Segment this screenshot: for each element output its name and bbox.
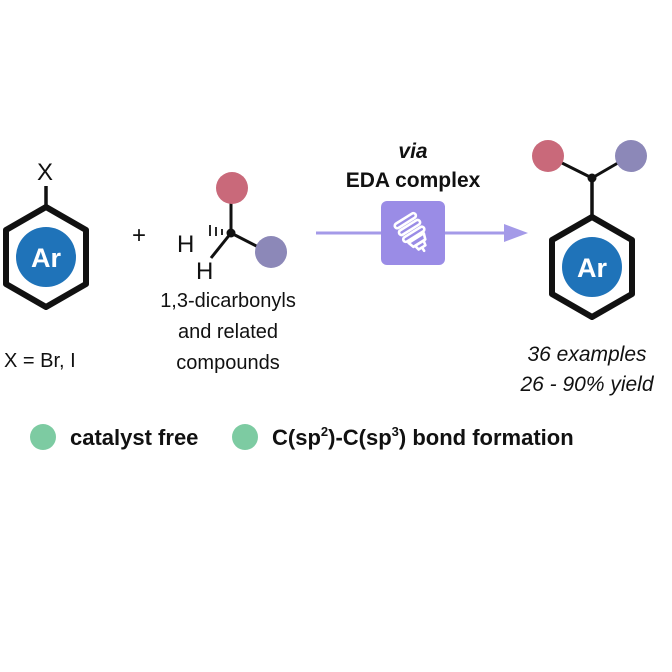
yield-range: 26 - 90% yield (519, 373, 654, 396)
nucleophile-caption-line2: and related (178, 321, 278, 343)
bullet-catalyst-free (30, 424, 56, 450)
hydrogen-wedge: H (177, 231, 194, 258)
hashed-wedge-bond (209, 225, 229, 236)
central-carbon (226, 228, 236, 238)
ar-circle-reactant (16, 227, 76, 287)
x-definition: X = Br, I (4, 350, 76, 372)
arrow-label-complex: EDA complex (346, 169, 481, 192)
substituent-red-reactant (216, 172, 248, 204)
aryl-halide-reactant: X Ar X = Br, I (3, 159, 89, 372)
feature-list: catalyst free C(sp2)-C(sp3) bond formati… (30, 424, 574, 450)
bullet-bond-formation (232, 424, 258, 450)
benzene-ring-reactant (3, 204, 89, 310)
light-bulb-icon (393, 211, 427, 253)
plus-sign: + (132, 222, 146, 249)
examples-count: 36 examples (527, 343, 647, 366)
ar-label-product: Ar (577, 253, 607, 283)
substituent-purple-product (615, 140, 647, 172)
hydrogen-plain: H (196, 258, 213, 285)
product-central-carbon (587, 173, 597, 183)
reaction-arrow-group: via EDA complex (316, 140, 528, 265)
feature-catalyst-free: catalyst free (70, 425, 198, 450)
benzene-ring-product (549, 214, 635, 320)
substituent-purple-reactant (255, 236, 287, 268)
ar-label-reactant: Ar (31, 243, 61, 273)
arrow-label-via: via (398, 140, 428, 163)
ch-nucleophile-reactant: H H 1,3-dicarbonyls and related compound… (160, 172, 296, 374)
bond-down-h (209, 232, 233, 259)
feature-bond-formation: C(sp2)-C(sp3) bond formation (272, 424, 574, 450)
leaving-group-x: X (37, 159, 53, 186)
product: Ar 36 examples 26 - 90% yield (519, 140, 655, 396)
substituent-red-product (532, 140, 564, 172)
nucleophile-caption-line3: compounds (176, 352, 279, 374)
ar-circle-product (562, 237, 622, 297)
nucleophile-caption-line1: 1,3-dicarbonyls (160, 290, 296, 312)
reaction-arrow-head (504, 224, 528, 242)
